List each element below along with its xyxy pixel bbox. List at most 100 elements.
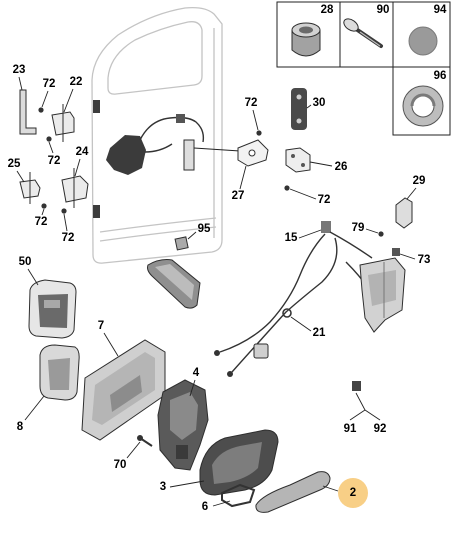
part-29-bracket [395,197,413,229]
door-inner-handle [183,139,195,171]
inset-label-28[interactable]: 28 [321,4,334,16]
screw-icon [38,107,44,113]
inset-label-96[interactable]: 96 [434,70,447,82]
part-6-gasket [221,483,256,508]
leader-line [252,109,259,131]
cable-adjuster [253,343,269,359]
leader-line [187,231,197,240]
callout-24[interactable]: 24 [76,146,89,158]
leader-line [63,213,68,232]
callout-23[interactable]: 23 [13,64,26,76]
leader-line [365,228,379,234]
callout-92[interactable]: 92 [374,423,387,435]
part-3-exterior-handle-base [199,429,279,496]
leader-line [406,187,417,200]
part-2-handle-grip [255,471,331,513]
callout-91[interactable]: 91 [344,423,357,435]
callout-70[interactable]: 70 [114,459,127,471]
callout-72[interactable]: 72 [48,155,61,167]
leader-line [364,409,381,421]
part-91-92-clip [352,381,361,391]
part-15-cable-clip [321,221,331,233]
callout-30[interactable]: 30 [313,97,326,109]
leader-line [18,76,23,91]
callout-25[interactable]: 25 [8,158,21,170]
callout-79[interactable]: 79 [352,222,365,234]
callout-73[interactable]: 73 [418,254,431,266]
inset-label-94[interactable]: 94 [434,4,447,16]
door-lock-mechanism [106,135,146,175]
callout-15[interactable]: 15 [285,232,298,244]
callout-72[interactable]: 72 [35,216,48,228]
part-94-plug [408,26,438,56]
callout-21[interactable]: 21 [313,327,326,339]
callout-8[interactable]: 8 [17,421,24,433]
part-7-control-module [81,339,166,441]
screw-icon [256,130,262,136]
callout-72[interactable]: 72 [43,78,56,90]
screw-icon [46,136,52,142]
callout-29[interactable]: 29 [413,175,426,187]
cable-ring [282,308,292,318]
callout-22[interactable]: 22 [70,76,83,88]
callout-27[interactable]: 27 [232,190,245,202]
part-96-ring-grommet [402,85,444,127]
part-90-rivet [343,18,383,48]
leader-line [24,395,45,421]
callout-4[interactable]: 4 [193,367,200,379]
leader-line [193,147,241,152]
callout-2[interactable]: 2 [350,487,356,499]
part-8-handle-housing [39,344,80,401]
screw-icon [284,185,290,191]
selected-callout-highlight [338,478,368,508]
leader-line [399,253,416,260]
screw-icon [61,208,67,214]
leader-line [189,379,196,397]
door-cable-clip [176,114,185,123]
inset-label-90[interactable]: 90 [377,4,390,16]
leader-line [322,485,339,492]
part-21-cable [231,237,338,373]
leader-line [41,90,49,108]
leader-line [298,229,322,239]
leader-line [48,141,54,154]
part-73-clip [392,248,400,256]
leader-line [74,158,81,177]
sliding-door-panel [91,6,223,264]
leader-line [27,268,39,286]
part-30-strap [291,88,307,130]
leader-bracket [349,392,366,421]
callout-6[interactable]: 6 [202,501,208,513]
part-26-hinge-plate [285,147,311,173]
door-lock-actuator [359,257,406,333]
callout-labels: 23 72 22 72 25 24 72 72 72 30 26 27 72 2… [8,64,431,513]
leader-line [16,170,25,183]
leader-lines [16,76,417,507]
part-4-lock-mechanism [157,379,209,471]
part-23-hinge-bracket [19,89,37,135]
leader-line [103,332,119,357]
callout-3[interactable]: 3 [160,481,166,493]
leader-line [239,165,247,190]
cable-end-icon [227,371,233,377]
callout-26[interactable]: 26 [335,161,348,173]
leader-line [289,188,317,200]
striker-hole [248,149,256,157]
callout-72[interactable]: 72 [245,97,258,109]
callout-72[interactable]: 72 [62,232,75,244]
leader-line [41,208,45,216]
door-internal-cable [139,116,205,143]
door-internal-cable [144,143,173,153]
screw-icon [378,231,384,237]
callout-7[interactable]: 7 [98,320,104,332]
leader-line [126,441,141,459]
part-50-inner-trim [28,279,77,339]
part-28-grommet [291,22,321,57]
inset-frame-top [276,1,451,68]
leader-line [309,161,333,167]
callout-95[interactable]: 95 [198,223,211,235]
callout-72[interactable]: 72 [318,194,331,206]
door-hinge-lower [93,205,100,218]
callout-50[interactable]: 50 [19,256,32,268]
